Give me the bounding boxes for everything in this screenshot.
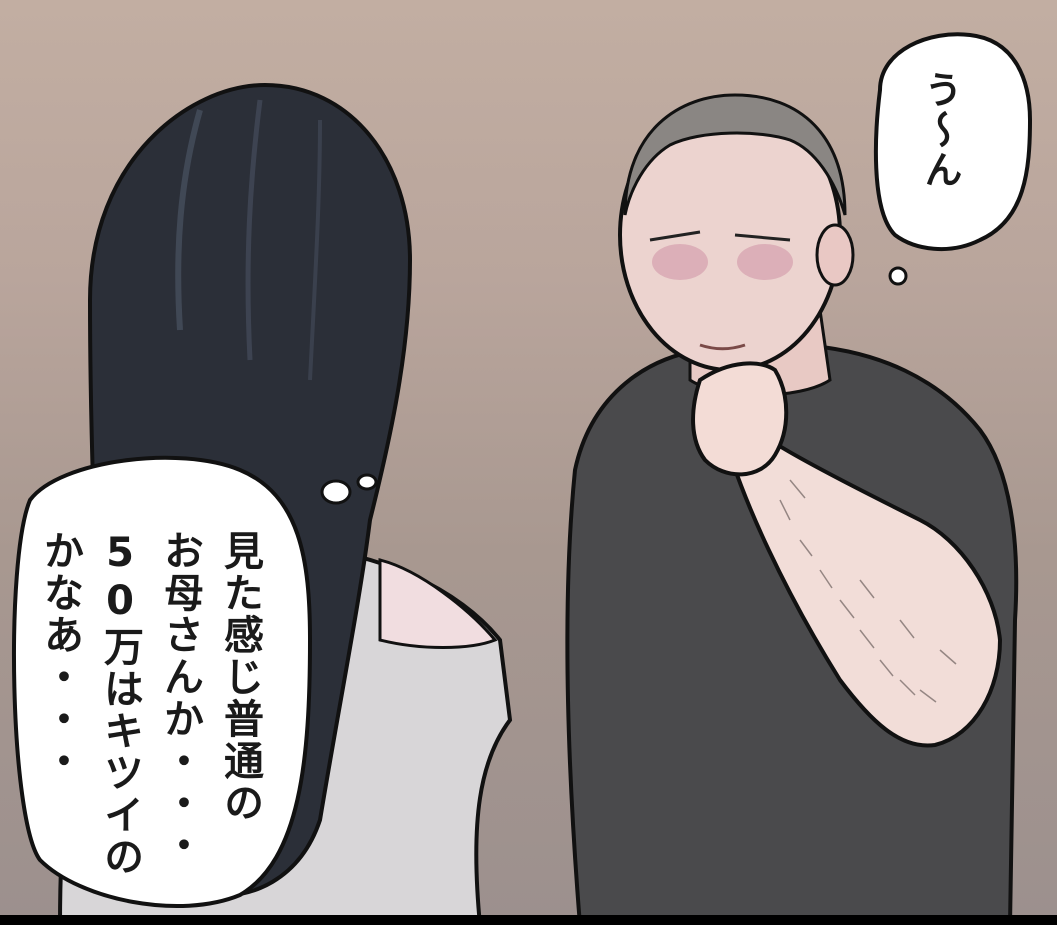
speech-left-line-3: 50万はキツイの	[97, 530, 143, 878]
thought-bubble-right	[873, 32, 1033, 252]
man-eye-left	[652, 244, 708, 280]
man-eye-right	[737, 244, 793, 280]
thought-dot-left-2	[356, 473, 378, 491]
man-hand	[691, 361, 789, 477]
man-ear	[815, 223, 855, 287]
man-forearm	[717, 416, 1003, 748]
thought-bubble-left	[12, 455, 313, 908]
speech-left-line-4: かなあ・・・	[37, 530, 83, 782]
woman-shoulder	[378, 558, 498, 649]
speech-left-text: 見た感じ普通の お母さんか・・・ 50万はキツイの かなあ・・・	[30, 530, 270, 878]
speech-left-line-1: 見た感じ普通の	[217, 530, 263, 824]
speech-right-text: う～ん	[918, 70, 962, 190]
panel-bottom-border	[0, 915, 1057, 925]
man-shirt	[565, 342, 1019, 925]
man-hair	[623, 93, 847, 216]
speech-left-line-2: お母さんか・・・	[157, 530, 203, 866]
thought-dot-left-1	[320, 479, 352, 505]
thought-dot-right	[888, 266, 908, 286]
